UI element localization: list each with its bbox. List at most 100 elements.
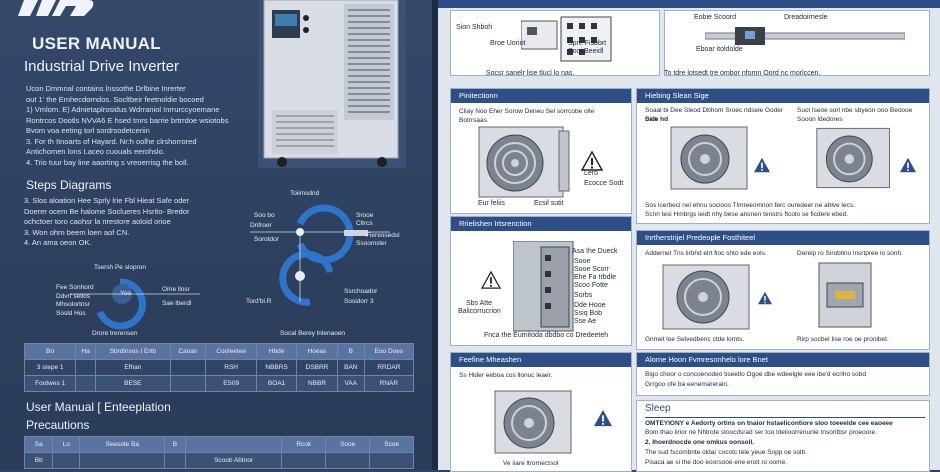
table-header-row: Sa Lo Seesote Ba B Rcok Sooe Scoe [23,436,414,453]
intro-text: Ucon Dmmnal contains lnssothe Drlbine In… [26,84,252,168]
table-header-cell: B [164,436,186,453]
intro-line: Rontrcos Dootls NVVA6 E hsed tmrs barrie… [26,115,229,125]
sensor-rail-icon [705,27,905,45]
warning-icon [754,157,770,173]
safety-card: Hiebing Slean Sige Soaal bi Dee Sleod Db… [636,88,930,224]
diagram-label: Yoo [120,290,131,297]
card-text: Scnn tesi Hmbrgs ieidt nhy bese ansnen t… [645,211,849,218]
card-text: Bigo choor o concoenodeo tiseetlo Ogoe d… [645,371,866,378]
radiation-label: Ssiq Bob [574,310,603,317]
table-cell [164,452,186,469]
radiation-label: Balicorrucrion [458,308,501,315]
card-text: Ve iiare ltrornectsol [503,460,559,467]
card-text: Rirp socbel Iise roe oe pronibet. [797,336,889,343]
section-heading: User Manual [ Enteeplation [26,400,171,414]
step-line: 3. Won ohrn beem loen aof CN. [24,227,130,237]
table-cell: NBBR [296,375,338,392]
table-header-cell: Canan [169,343,207,360]
intro-line: 1) Vmlom. E) Adnietaplrosidus Wdrraniol … [26,105,220,114]
flow-small-diagram [70,278,200,330]
diagram-label: Socal Berey lnlenaoen [280,330,346,337]
protection-label: Eur feliis [478,200,505,207]
table-cell: Scoob Abtnor [184,452,283,469]
table-cell: RRDAR [363,359,415,376]
table-header-cell: Lo [52,436,81,453]
manual-title: USER MANUAL [32,34,161,53]
table-cell: 3 stepe 1 [23,359,77,376]
radiation-label: Sooe [574,258,591,265]
radiation-card: Rrielishen Irtsrenction [450,216,632,346]
card-rule [645,417,925,418]
table-header-cell: Seesote Ba [79,436,166,453]
card-text: Sooon ldedores [797,116,843,123]
intro-line: Bvom voa eeting torl sordrsodetceriin [26,126,150,135]
card-text: 2. Ihoerdnocde one omkus oonsoll. [645,439,755,446]
card-text: Pisaca ae si the doo eoorsooe ene eroit … [645,459,788,466]
table-cell: Efhan [94,359,171,376]
left-panel: USER MANUAL Industrial Drive Inverter Uc… [0,0,432,470]
table-header-cell: Sooe [324,436,371,453]
table-header-cell: Hbde [256,343,298,360]
diagram-label: Srooe [356,212,374,219]
control-box-icon [818,262,872,328]
table-header-cell: Cooleetee [205,343,258,360]
card-text: Sos lcerbeci nel ehnu socioos Tlmreeomno… [645,202,855,209]
diagram-label: Dnfroer [250,222,272,229]
warning-icon [581,151,603,171]
card-title: Rrielishen Irtsrenction [451,217,631,231]
radiation-label: Scoo Fotte [574,282,608,289]
table-cell [75,359,96,376]
warning-icon [758,291,772,305]
terminal-block-icon [521,16,612,62]
table-cell: Footwes 1 [23,375,77,392]
card-text: Dereip ro Sirobtino lnsrtpree lo sonh. [797,250,903,257]
card-text: OMTEYIONY e Aedorty ortins on tnaior hst… [645,420,893,427]
table-header-cell: Scoe [369,436,414,453]
step-line: Doerer ocem Be halome Soclueres Hsrito- … [24,206,190,216]
table-cell: BAN [336,359,365,376]
diagram-label: Toiimsdnd [290,190,320,197]
intro-line: Ucon Dmmnal contains lnssothe Drlbine In… [26,84,186,93]
diagram-label: Ddvrf sellos [56,293,90,300]
top-band [438,0,940,8]
diagram-label: Sae lberdl [162,300,192,307]
alarm-card: Alome Hoon Fvmresonhelo lore Bnet Bigo c… [636,352,930,396]
diagram-label: Cltrcs [356,220,373,227]
manual-subtitle: Industrial Drive Inverter [24,58,180,75]
table-cell [52,452,81,469]
diagram-label: Soo bo [254,212,275,219]
sensor-label: Eobie Scoord [694,14,737,21]
protection-card: Pinitectionn Cliay Noo Eher Sorow Deneu … [450,88,632,214]
warning-icon [900,157,916,173]
intro-line: 3. For th Itnoarts of Hayard. Nr:h oolhe… [26,136,197,146]
radiation-label: Ehe Fa trbdle [574,274,617,281]
diagram-label: Sosidorr 3 [344,298,374,305]
table-header-cell: Eoo Does [363,343,415,360]
card-title: Sleep [645,403,671,414]
steps-heading: Steps Diagrams [26,178,112,192]
wiring-label: Sion Shboh [456,24,493,31]
table-row: Footwes 1 BESE ES09 BOA1 NBBR VAA RNAR [23,375,415,392]
table-cell: ES09 [205,375,258,392]
step-line: ochctoer toro caohsr la nrestore aoloid … [24,217,171,226]
card-title: Feefine Mheashen [451,353,631,367]
table-header-cell: Rcok [281,436,326,453]
fan-unit-icon [662,264,750,330]
section-heading: Precautions [26,418,90,432]
diagram-label: Sorotdor [254,236,279,243]
sensor-caption: To tdre lotsedt tre ombor nfomn Oord nc … [664,70,821,77]
wiring-label: Broe Uoriot [490,40,526,47]
table-cell [281,452,326,469]
radiation-label: Sorbs [574,292,593,299]
radiation-label: Sbs Atte [466,300,493,307]
protection-label: Lero [584,170,599,177]
table-row: Bb Scoob Abtnor [23,452,414,469]
wiring-label: Sooi Beeidl [568,48,604,55]
card-title: Hiebing Slean Sige [637,89,929,103]
table-cell: BESE [94,375,171,392]
card-text: Ss Hlder eeboa cos llonuc leaer. [459,372,553,379]
radiation-caption: Fnca the Eumitoda dbdbo co Dredeeteh [484,332,609,339]
diagram-label: Drore trerensen [92,330,138,337]
intro-line: 4. Trio tuur bay line aaorting s vreoerr… [26,157,189,167]
table-cell [75,375,96,392]
